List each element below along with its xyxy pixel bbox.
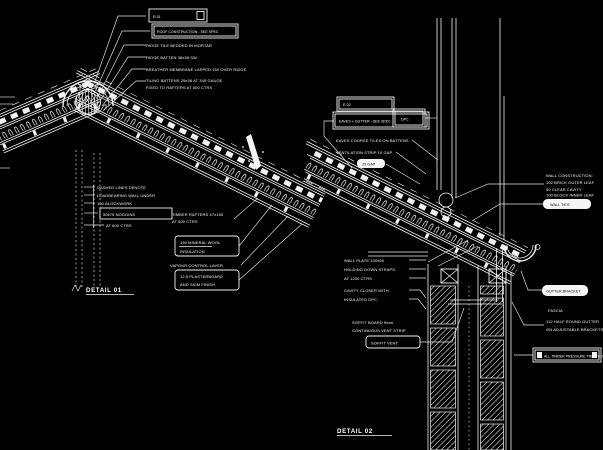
spec-box-label: ROOF CONSTRUCTION - SEE SPEC — [157, 30, 219, 34]
callout: RIDGE BATTEN 38x38 SW — [146, 55, 197, 60]
callout: WALL CONSTRUCTION: — [546, 173, 593, 178]
callout: 50 CLEAR CAVITY — [546, 187, 582, 192]
callout: 102 BRICK OUTER LEAF — [546, 180, 595, 185]
cavity-wall — [427, 264, 512, 450]
dpc-roll — [440, 206, 452, 218]
ridge-keynotes: TIMBER RAFTERS 47x150 AT 600 CTRS 150 MI… — [170, 197, 303, 291]
keynote: 150 MINERAL WOOL — [180, 240, 221, 245]
callout: LOADBEARING WALL UNDER — [97, 193, 155, 198]
callout: WALL PLATE 100x50 — [344, 258, 385, 263]
rafter-note: AT 600 CTRS — [172, 219, 198, 224]
callout: AT 1200 CTRS — [344, 276, 372, 281]
spec-box-label: EAVES + GUTTER - SEE SPEC — [339, 120, 391, 124]
callout: DASHED LINES DENOTE — [97, 185, 146, 190]
callout: HOLDING DOWN STRAPS — [344, 267, 395, 272]
callout: CONTINUOUS VENT STRIP — [352, 328, 406, 333]
callout: INSULATED DPC — [344, 297, 377, 302]
keynote: 12.5 PLASTERBOARD — [180, 274, 223, 279]
callout: ON ADJUSTABLE BRACKETS — [546, 327, 603, 332]
ridge-roll — [75, 89, 101, 115]
wall-under-ridge-dashed — [75, 150, 101, 287]
gutter-bead — [534, 244, 541, 250]
callout: CAVITY CLOSER WITH — [344, 288, 389, 293]
ridge-wall-callouts: DASHED LINES DENOTE LOADBEARING WALL UND… — [84, 185, 173, 228]
wall-lines-above — [436, 18, 505, 240]
soffit-box-label: SOFFIT VENT — [371, 341, 398, 346]
plate-callouts: WALL PLATE 100x50 HOLDING DOWN STRAPS AT… — [344, 258, 427, 310]
callout: TILING BATTENS 25x38 AT 345 GAUGE — [146, 78, 223, 83]
callout: BREATHER MEMBRANE LAPPED 150 OVER RIDGE — [146, 67, 247, 72]
vcl-note: VAPOUR CONTROL LAYER — [170, 263, 223, 268]
ref-tag: E-02 — [343, 103, 351, 107]
ridge-top-callouts: R-01 ROOF CONSTRUCTION - SEE SPEC RIDGE … — [93, 8, 247, 111]
fascia-note: FASCIA — [548, 308, 563, 313]
eaves-top-callouts: E-02 EAVES + GUTTER - SEE SPEC EAVES COU… — [323, 96, 439, 185]
ridge-right-slope — [73, 68, 327, 228]
insulation-hatch — [74, 87, 320, 218]
callout: SOFFIT BOARD 9mm — [352, 320, 394, 325]
callout: 100 BLOCKWORK — [97, 201, 132, 206]
dpc-label: DPC — [401, 118, 409, 122]
gap-pill-label: 25 GAP — [362, 163, 376, 167]
callout-boxed: 50x75 NOGGINS — [103, 212, 135, 217]
wall-ties-pill-label: WALL TIES — [550, 203, 570, 207]
gutter-profile — [503, 244, 541, 262]
note-box-label: ALL TIMBER PRESSURE TREATED — [544, 355, 603, 359]
rafter-note: TIMBER RAFTERS 47x150 — [172, 212, 224, 217]
callout: FIXED TO RAFTERS AT 600 CTRS — [146, 85, 213, 90]
detail-02-title: DETAIL 02 — [337, 428, 392, 436]
insulation-hatch — [0, 87, 101, 143]
callout: EAVES COURSE TILES ON BATTENS — [336, 138, 409, 143]
eaves-roof-slope — [302, 139, 529, 285]
keynote: INSULATION — [180, 249, 205, 254]
detail-title: DETAIL 02 — [337, 428, 373, 435]
ridge-cap — [62, 80, 114, 115]
ref-tag: R-01 — [153, 15, 161, 19]
callout: VENTILATION STRIP 10 GAP — [336, 150, 392, 155]
bracket-pill-label: GUTTER BRACKET — [546, 290, 581, 294]
callout: 100 BLOCK INNER LEAF — [546, 193, 594, 198]
keynote: AND SKIM FINISH — [180, 282, 215, 287]
callout: 112 HALF ROUND GUTTER — [546, 319, 599, 324]
wall-plate-assembly — [368, 239, 507, 284]
fixing-strap — [242, 134, 264, 170]
callout: AT 600 CTRS — [106, 223, 132, 228]
dpc-tag-box: DPC — [392, 108, 437, 128]
detail-01-title: DETAIL 01 — [71, 284, 134, 295]
gutter-callouts: GUTTER BRACKET FASCIA 112 HALF ROUND GUT… — [511, 270, 603, 363]
wall-spec-callouts: WALL CONSTRUCTION: 102 BRICK OUTER LEAF … — [454, 173, 595, 222]
insulation-hatch — [304, 158, 521, 275]
callout: RIDGE TILE BEDDED IN MORTAR — [146, 43, 212, 48]
detail-title: DETAIL 01 — [86, 287, 122, 294]
soffit-callouts: SOFFIT BOARD 9mm CONTINUOUS VENT STRIP S… — [352, 307, 465, 349]
